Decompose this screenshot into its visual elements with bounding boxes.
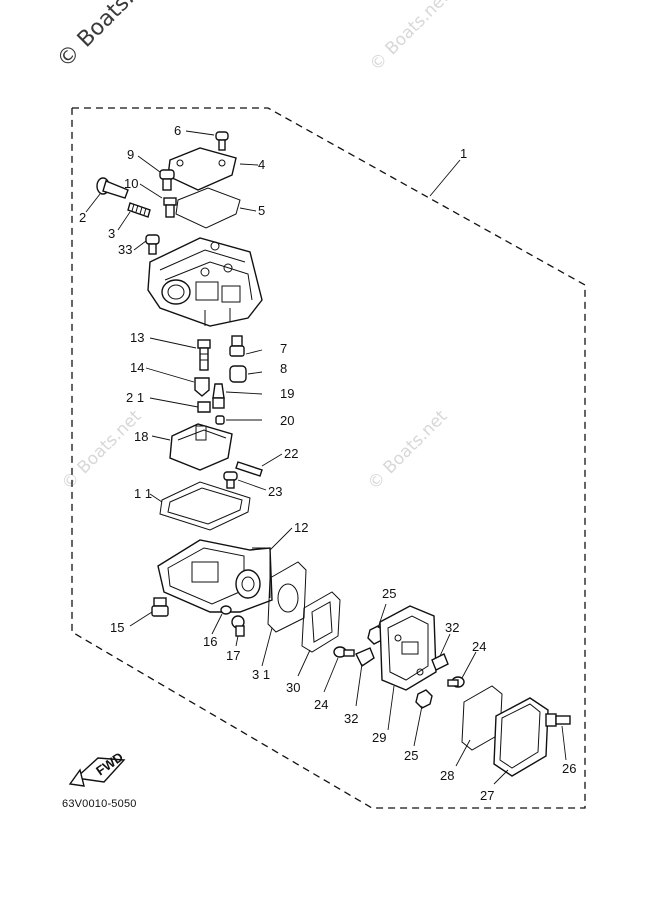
- part-nozzle-13: [197, 339, 211, 371]
- diagram-code: 63V0010-5050: [62, 798, 137, 810]
- callout-3: 3: [108, 226, 115, 241]
- part-clip-20: [215, 415, 225, 425]
- callout-9: 9: [127, 147, 134, 162]
- callout-20: 20: [280, 413, 294, 428]
- part-screw-2: [96, 177, 129, 199]
- part-cover-plate-4: [167, 147, 237, 191]
- fwd-arrow-icon: [68, 757, 126, 787]
- callout-22: 22: [284, 446, 298, 461]
- part-jet-10: [163, 197, 177, 218]
- callout-31: 3 1: [252, 667, 270, 682]
- callout-15: 15: [110, 620, 124, 635]
- part-float-chamber-12: [157, 539, 273, 613]
- callout-25-top: 25: [382, 586, 396, 601]
- part-needle-valve-19: [212, 383, 225, 409]
- callout-2: 2: [79, 210, 86, 225]
- part-spring-3: [127, 202, 151, 218]
- part-valve-32-left: [355, 647, 375, 668]
- part-gasket-11: [159, 481, 251, 531]
- part-float-18: [169, 423, 233, 471]
- callout-21: 2 1: [126, 390, 144, 405]
- callout-33: 33: [118, 242, 132, 257]
- callout-17: 17: [226, 648, 240, 663]
- part-cover-27: [493, 697, 549, 777]
- callout-7: 7: [280, 341, 287, 356]
- callout-30: 30: [286, 680, 300, 695]
- part-screw-9: [159, 169, 175, 191]
- callout-28: 28: [440, 768, 454, 783]
- part-screw-24-right: [447, 676, 465, 688]
- callout-24-left: 24: [314, 697, 328, 712]
- part-screw-6: [215, 131, 229, 151]
- part-clip-21: [197, 401, 211, 413]
- callout-12: 12: [294, 520, 308, 535]
- part-drain-screw-15: [151, 597, 169, 617]
- callout-numbers: 6 4 5 9 10 2 3 33 1 13 14 7 8 2 1 19 20 …: [79, 123, 576, 803]
- part-screw-26: [545, 713, 571, 727]
- part-screw-24-left: [333, 646, 355, 658]
- callout-32-right: 32: [445, 620, 459, 635]
- callout-5: 5: [258, 203, 265, 218]
- callout-10: 10: [124, 176, 138, 191]
- callout-6: 6: [174, 123, 181, 138]
- callout-27: 27: [480, 788, 494, 803]
- part-plug-8: [229, 365, 247, 383]
- callout-29: 29: [372, 730, 386, 745]
- callout-14: 14: [130, 360, 144, 375]
- callout-32-left: 32: [344, 711, 358, 726]
- callout-16: 16: [203, 634, 217, 649]
- part-fuel-pump-body-29: [379, 605, 437, 691]
- part-washer-16: [220, 605, 232, 615]
- part-pin-22: [235, 461, 263, 477]
- part-diaphragm-30: [301, 591, 341, 653]
- callout-24-right: 24: [472, 639, 486, 654]
- callout-13: 13: [130, 330, 144, 345]
- part-screw-23: [223, 471, 238, 489]
- callout-11: 1 1: [134, 486, 152, 501]
- part-nut-25-bottom: [415, 689, 433, 709]
- assembly-boundary: [71, 107, 586, 809]
- callout-26: 26: [562, 761, 576, 776]
- part-gasket-5: [175, 187, 241, 229]
- leader-lines: [85, 130, 567, 785]
- callout-23: 23: [268, 484, 282, 499]
- part-screw-17: [231, 615, 245, 637]
- callout-19: 19: [280, 386, 294, 401]
- callout-1: 1: [460, 146, 467, 161]
- part-jet-7: [229, 335, 245, 357]
- part-jet-14: [194, 377, 210, 397]
- part-screw-33: [145, 234, 160, 255]
- callout-18: 18: [134, 429, 148, 444]
- part-carburetor-body: [147, 237, 263, 327]
- callout-25-bottom: 25: [404, 748, 418, 763]
- part-gasket-31: [267, 561, 307, 633]
- callout-4: 4: [258, 157, 265, 172]
- callout-8: 8: [280, 361, 287, 376]
